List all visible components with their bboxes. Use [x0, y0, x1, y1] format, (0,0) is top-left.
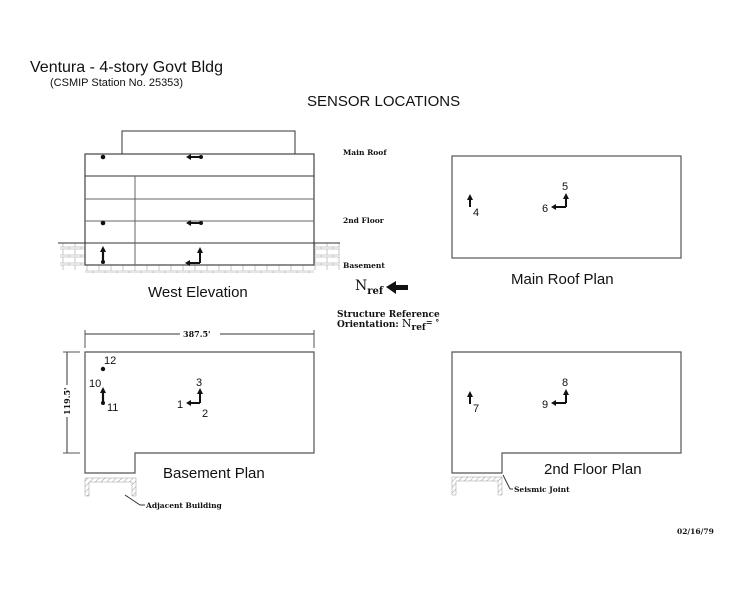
sensor-double-arrow-horizontal	[186, 220, 203, 226]
sensor-biaxial-arrows	[551, 389, 569, 406]
sensor-label: 3	[196, 377, 202, 389]
second-floor-plan-caption: 2nd Floor Plan	[544, 461, 642, 478]
sensor-label: 5	[562, 181, 568, 193]
west-elevation: West Elevation	[58, 130, 340, 301]
sensor-label: 8	[562, 377, 568, 389]
second-floor-plan: Seismic Joint 7 8 9 2nd Floor Plan	[451, 351, 682, 496]
second-floor-plan-outline	[451, 351, 682, 474]
sensor-label: 2	[202, 408, 208, 420]
level-label-main-roof: Main Roof	[343, 148, 387, 157]
building-outline	[84, 153, 315, 266]
sensor-label: 12	[104, 355, 116, 367]
penthouse-outline	[121, 130, 296, 155]
level-label-2nd-floor: 2nd Floor	[343, 216, 385, 225]
sensor-label: 1	[177, 399, 183, 411]
sensor-label: 7	[473, 403, 479, 415]
building-title: Ventura - 4-story Govt Bldg	[30, 59, 223, 76]
sensor-vertical-arrow	[100, 387, 106, 405]
adjacent-building-label: Adjacent Building	[145, 501, 223, 510]
soil-hatch-left	[60, 243, 85, 270]
orientation-line1: Structure Reference	[337, 310, 440, 320]
sensor-label: 10	[89, 378, 101, 390]
elevation-caption: West Elevation	[148, 284, 248, 301]
adjacent-building-hatch	[84, 477, 137, 497]
sensor-label: 9	[542, 399, 548, 411]
drawing-date: 02/16/79	[677, 527, 714, 536]
sensor-label: 4	[473, 207, 479, 219]
basement-plan-outline	[84, 351, 315, 474]
sensor-dot	[100, 366, 106, 372]
sensor-triaxial-arrows	[185, 247, 203, 266]
main-roof-plan: 4 5 6 Main Roof Plan	[451, 155, 682, 288]
sensor-dot	[100, 154, 106, 160]
basement-plan-caption: Basement Plan	[163, 465, 265, 482]
n-ref-symbol: Nref	[355, 278, 384, 297]
sensor-double-arrow-horizontal	[186, 154, 203, 160]
sensor-biaxial-arrows	[551, 193, 569, 210]
basement-plan: 387.5' 119.5' Adjacent Building 12 10 11…	[62, 328, 315, 510]
section-title: SENSOR LOCATIONS	[307, 93, 460, 110]
sensor-dot	[100, 220, 106, 226]
dimension-width-label: 387.5'	[183, 329, 211, 339]
seismic-joint-label: Seismic Joint	[514, 485, 570, 494]
sensor-vertical-arrow	[100, 246, 106, 264]
dimension-depth-label: 119.5'	[62, 388, 72, 416]
sensor-label: 11	[107, 402, 118, 414]
soil-hatch-bottom	[85, 265, 314, 273]
soil-hatch-right	[314, 243, 340, 270]
sensor-arrow-north	[467, 194, 473, 207]
orientation-line2: Orientation: Nref= °	[337, 317, 439, 333]
leader-line	[502, 474, 511, 490]
sensor-arrow-north	[467, 391, 473, 404]
station-number: (CSMIP Station No. 25353)	[50, 77, 183, 89]
sensor-biaxial-arrows	[186, 388, 203, 406]
roof-plan-caption: Main Roof Plan	[511, 271, 614, 288]
n-ref-arrow-icon	[386, 281, 408, 294]
adjacent-building-hatch	[451, 476, 503, 496]
north-reference: Nref	[355, 278, 408, 297]
sensor-label: 6	[542, 203, 548, 215]
level-label-basement: Basement	[343, 261, 385, 270]
leader-line	[124, 494, 141, 506]
